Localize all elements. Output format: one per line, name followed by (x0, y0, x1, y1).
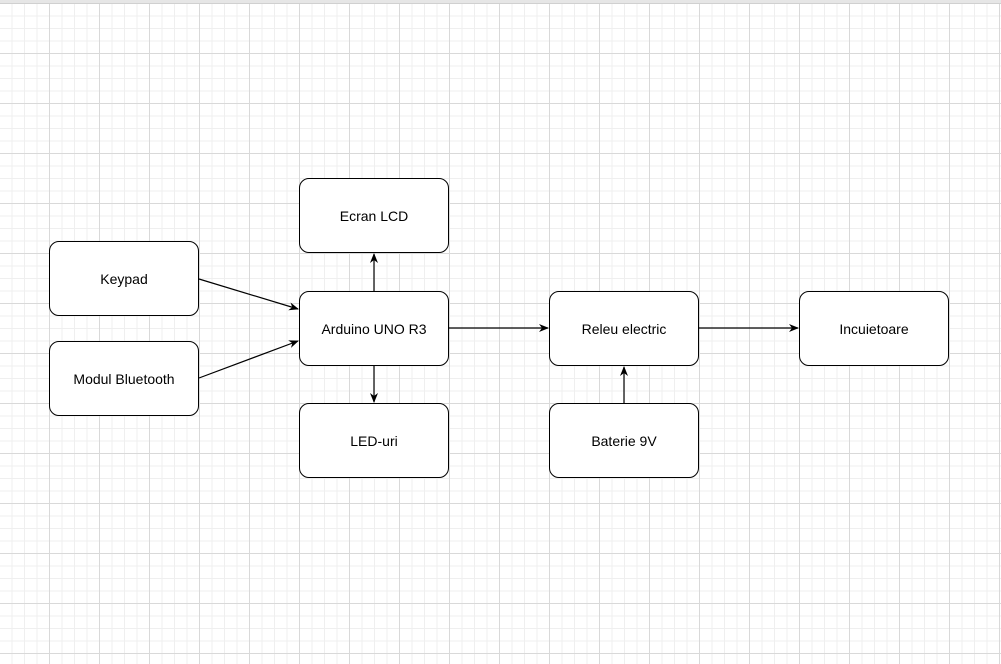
node-ecran-lcd-label: Ecran LCD (339, 207, 409, 224)
node-arduino-uno-r3[interactable]: Arduino UNO R3 (299, 291, 449, 366)
top-bar (0, 0, 1001, 4)
node-keypad-label: Keypad (100, 270, 148, 287)
node-modul-bluetooth[interactable]: Modul Bluetooth (49, 341, 199, 416)
node-releu-electric-label: Releu electric (581, 320, 667, 337)
node-led-uri-label: LED-uri (350, 432, 398, 449)
node-incuietoare-label: Incuietoare (839, 320, 909, 337)
node-baterie-9v[interactable]: Baterie 9V (549, 403, 699, 478)
edge-bluetooth-arduino[interactable] (198, 340, 299, 379)
node-baterie-9v-label: Baterie 9V (591, 432, 657, 449)
node-releu-electric[interactable]: Releu electric (549, 291, 699, 366)
node-keypad[interactable]: Keypad (49, 241, 199, 316)
node-incuietoare[interactable]: Incuietoare (799, 291, 949, 366)
node-ecran-lcd[interactable]: Ecran LCD (299, 178, 449, 253)
edge-keypad-arduino[interactable] (198, 278, 299, 311)
node-arduino-uno-r3-label: Arduino UNO R3 (321, 320, 427, 337)
node-modul-bluetooth-label: Modul Bluetooth (73, 370, 175, 387)
node-led-uri[interactable]: LED-uri (299, 403, 449, 478)
